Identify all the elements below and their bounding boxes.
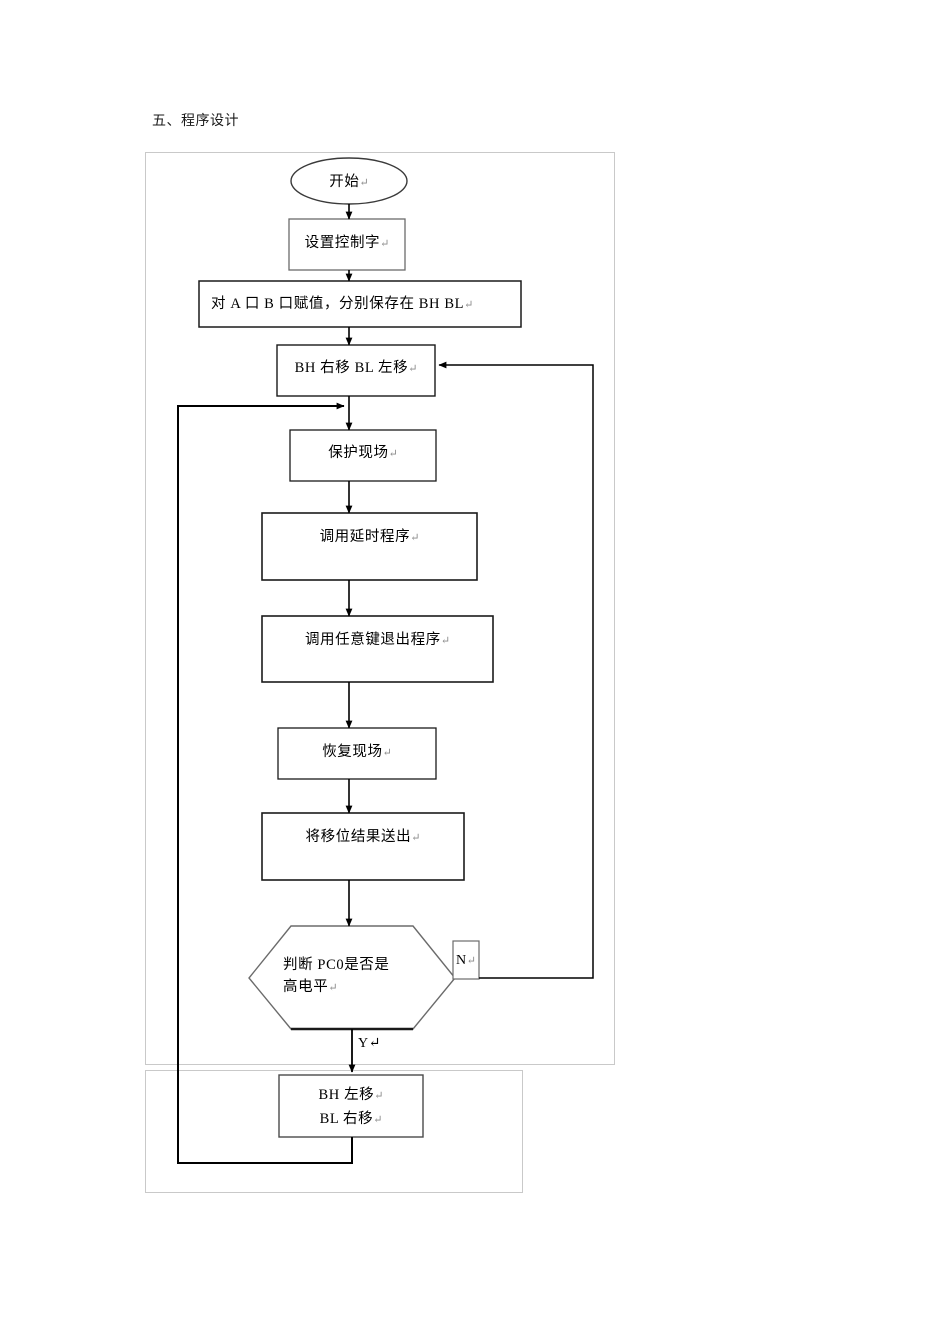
node-save-label: 保护现场↵ <box>328 445 398 461</box>
node-anykey-label: 调用任意键退出程序↵ <box>304 632 451 648</box>
node-decision-label: 判断 PC0是否是 高电平↵ <box>283 957 390 996</box>
node-assign-shape <box>198 280 522 328</box>
node-setctrl-label: 设置控制字↵ <box>304 235 390 251</box>
node-anykey-shape <box>261 615 494 683</box>
edge-label-yes: Y↵ <box>358 1036 381 1051</box>
pilcrow-icon: ↵ <box>374 1090 384 1102</box>
pilcrow-icon: ↵ <box>408 363 418 375</box>
pilcrow-icon: ↵ <box>368 1036 381 1051</box>
node-assign-label: 对 A 口 B 口赋值，分别保存在 BH BL↵ <box>211 296 474 312</box>
node-delay-shape <box>261 512 478 581</box>
node-shift1-shape <box>276 344 436 397</box>
edge-shift2-loop-back <box>177 402 353 1164</box>
node-delay-label: 调用延时程序↵ <box>319 529 420 545</box>
edge-decision-no-loop-back <box>438 361 594 979</box>
node-shift1-label: BH 右移 BL 左移↵ <box>294 360 418 376</box>
node-shift2-shape <box>278 1074 424 1138</box>
node-nbox-shape <box>452 940 480 980</box>
node-output-label: 将移位结果送出↵ <box>305 829 421 845</box>
pilcrow-icon: ↵ <box>410 532 420 544</box>
pilcrow-icon: ↵ <box>464 299 474 311</box>
node-restore-shape <box>277 727 437 780</box>
pilcrow-icon: ↵ <box>466 955 476 967</box>
node-start-label: 开始↵ <box>329 174 369 190</box>
pilcrow-icon: ↵ <box>411 832 421 844</box>
node-shift2-label: BH 左移↵ BL 右移↵ <box>318 1087 384 1127</box>
flowchart-frame-upper <box>145 152 615 1065</box>
pilcrow-icon: ↵ <box>359 177 369 189</box>
pilcrow-icon: ↵ <box>440 635 451 647</box>
pilcrow-icon: ↵ <box>380 238 390 250</box>
page-title: 五、程序设计 <box>152 114 239 129</box>
pilcrow-icon: ↵ <box>373 1113 383 1126</box>
flowchart-frame-lower <box>145 1070 523 1193</box>
pilcrow-icon: ↵ <box>388 448 398 460</box>
node-output-shape <box>261 812 465 881</box>
node-save-shape <box>289 429 437 482</box>
pilcrow-icon: ↵ <box>382 747 392 759</box>
node-nbox-label: N↵ <box>456 953 476 968</box>
node-restore-label: 恢复现场↵ <box>322 744 392 760</box>
pilcrow-icon: ↵ <box>328 982 338 995</box>
